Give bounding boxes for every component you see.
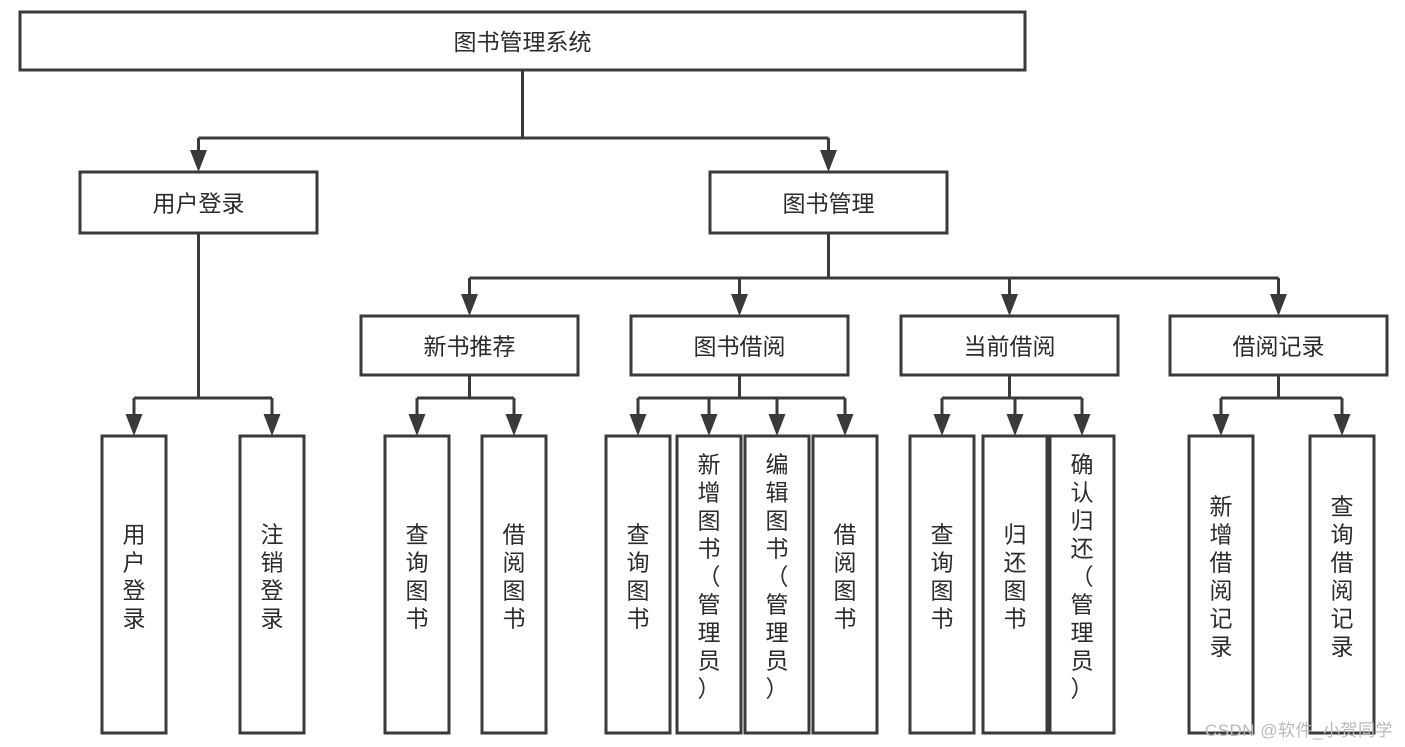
node-book-manage[interactable]: 图书管理 — [708, 170, 949, 235]
connector-group-new-book-recommend — [408, 375, 523, 436]
arrow-head-icon — [1001, 294, 1018, 316]
node-leaf-query-book-recommend[interactable]: 查询图书 — [383, 434, 451, 735]
arrow-head-icon — [461, 294, 478, 316]
arrow-head-icon — [820, 150, 837, 172]
node-label: 借阅记录 — [1233, 334, 1325, 360]
node-box[interactable] — [743, 434, 811, 735]
arrow-head-icon — [933, 414, 951, 436]
connector-group-user-login — [125, 233, 281, 436]
node-box[interactable] — [629, 314, 850, 377]
node-book-borrow[interactable]: 图书借阅 — [629, 314, 850, 377]
node-label: 新增图书（管理员） — [698, 452, 721, 702]
node-box[interactable] — [1168, 314, 1389, 377]
connector-group-borrow-record — [1212, 375, 1351, 436]
node-box[interactable] — [480, 434, 548, 735]
connector-layer — [125, 70, 1351, 436]
node-label: 图书管理系统 — [454, 29, 592, 55]
node-leaf-user-login[interactable]: 用户登录 — [100, 434, 168, 735]
connector-group-book-borrow — [629, 375, 854, 436]
node-box[interactable] — [708, 170, 949, 235]
node-box[interactable] — [675, 434, 743, 735]
node-layer: 图书管理系统用户登录图书管理新书推荐图书借阅当前借阅借阅记录用户登录注销登录查询… — [18, 10, 1389, 735]
node-label: 新增借阅记录 — [1210, 494, 1233, 660]
node-label: 查询图书 — [931, 522, 954, 632]
node-box[interactable] — [100, 434, 168, 735]
node-box[interactable] — [981, 434, 1049, 735]
arrow-head-icon — [700, 414, 718, 436]
node-box[interactable] — [908, 434, 976, 735]
watermark-label: CSDN @软件_小贺同学 — [1204, 721, 1393, 740]
node-box[interactable] — [78, 170, 319, 235]
arrow-head-icon — [190, 150, 207, 172]
node-user-login[interactable]: 用户登录 — [78, 170, 319, 235]
node-leaf-logout[interactable]: 注销登录 — [238, 434, 306, 735]
arrow-head-icon — [1270, 294, 1287, 316]
node-label: 用户登录 — [153, 191, 245, 217]
node-label: 图书管理 — [783, 191, 875, 217]
connector-group-root — [190, 70, 837, 172]
node-label: 用户登录 — [123, 522, 146, 632]
node-box[interactable] — [1048, 434, 1116, 735]
node-label: 新书推荐 — [424, 334, 516, 360]
node-label: 查询图书 — [627, 522, 650, 632]
arrow-head-icon — [408, 414, 426, 436]
node-label: 图书借阅 — [694, 334, 786, 360]
arrow-head-icon — [768, 414, 786, 436]
node-leaf-query-book-borrow[interactable]: 查询图书 — [604, 434, 672, 735]
node-box[interactable] — [359, 314, 580, 377]
arrow-head-icon — [731, 294, 748, 316]
arrow-head-icon — [505, 414, 523, 436]
node-leaf-query-book-current[interactable]: 查询图书 — [908, 434, 976, 735]
node-borrow-record[interactable]: 借阅记录 — [1168, 314, 1389, 377]
arrow-head-icon — [1333, 414, 1351, 436]
arrow-head-icon — [629, 414, 647, 436]
node-label: 注销登录 — [261, 522, 284, 632]
node-box[interactable] — [383, 434, 451, 735]
node-label: 查询借阅记录 — [1331, 494, 1354, 660]
node-box[interactable] — [18, 10, 1027, 72]
arrow-head-icon — [836, 414, 854, 436]
node-current-borrow[interactable]: 当前借阅 — [899, 314, 1120, 377]
node-box[interactable] — [899, 314, 1120, 377]
arrow-head-icon — [125, 414, 143, 436]
node-label: 借阅图书 — [503, 522, 526, 632]
arrow-head-icon — [1212, 414, 1230, 436]
node-label: 借阅图书 — [834, 522, 857, 632]
node-box[interactable] — [604, 434, 672, 735]
node-leaf-borrow-book[interactable]: 借阅图书 — [811, 434, 879, 735]
node-new-book-recommend[interactable]: 新书推荐 — [359, 314, 580, 377]
node-box[interactable] — [1187, 434, 1255, 735]
arrow-head-icon — [1073, 414, 1091, 436]
node-label: 查询图书 — [406, 522, 429, 632]
node-leaf-borrow-book-recommend[interactable]: 借阅图书 — [480, 434, 548, 735]
node-root[interactable]: 图书管理系统 — [18, 10, 1027, 72]
node-box[interactable] — [1308, 434, 1376, 735]
node-label: 编辑图书（管理员） — [766, 452, 789, 702]
node-leaf-edit-book-admin[interactable]: 编辑图书（管理员） — [743, 434, 811, 735]
node-leaf-return-book[interactable]: 归还图书 — [981, 434, 1049, 735]
node-box[interactable] — [238, 434, 306, 735]
node-label: 归还图书 — [1004, 522, 1027, 632]
node-leaf-confirm-return-admin[interactable]: 确认归还（管理员） — [1048, 434, 1116, 735]
node-leaf-add-borrow-record[interactable]: 新增借阅记录 — [1187, 434, 1255, 735]
arrow-head-icon — [263, 414, 281, 436]
node-label: 当前借阅 — [964, 334, 1056, 360]
connector-group-book-manage — [461, 233, 1287, 316]
node-leaf-query-borrow-record[interactable]: 查询借阅记录 — [1308, 434, 1376, 735]
node-label: 确认归还（管理员） — [1071, 452, 1094, 702]
connector-group-current-borrow — [933, 375, 1091, 436]
node-leaf-add-book-admin[interactable]: 新增图书（管理员） — [675, 434, 743, 735]
node-box[interactable] — [811, 434, 879, 735]
arrow-head-icon — [1006, 414, 1024, 436]
